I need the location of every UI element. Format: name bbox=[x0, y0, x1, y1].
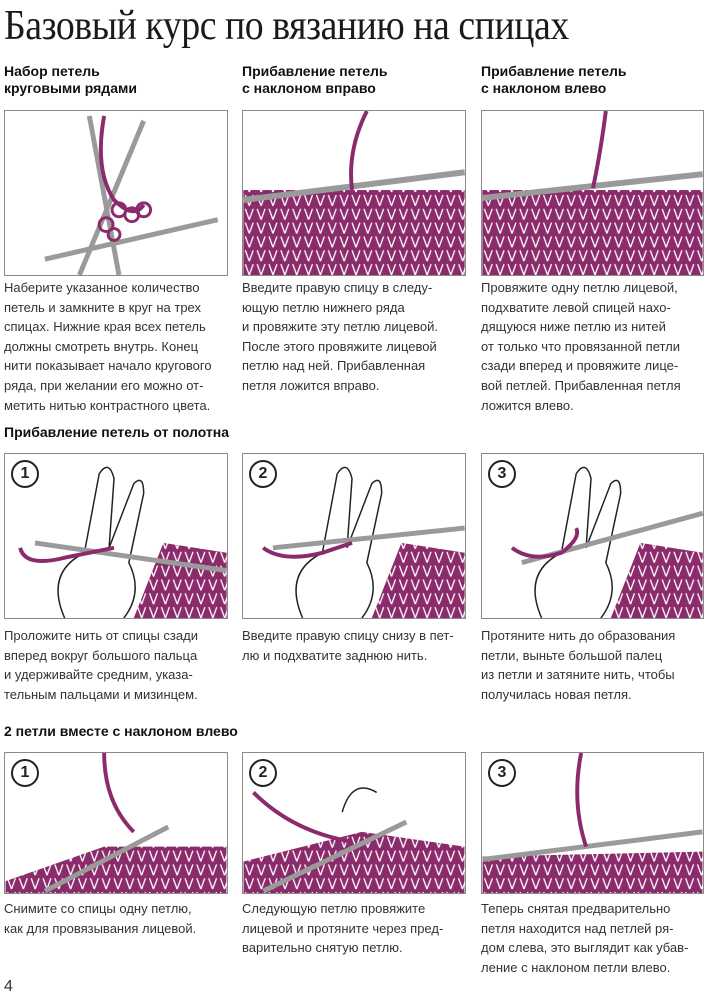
page-number: 4 bbox=[4, 978, 13, 995]
step-number: 1 bbox=[11, 759, 39, 787]
illustration-k2tog-step-1: 1 bbox=[4, 752, 228, 894]
illustration-increase-left bbox=[481, 110, 704, 276]
illustration-step-2: 2 bbox=[242, 453, 466, 619]
illustration-k2tog-step-2: 2 bbox=[242, 752, 466, 894]
illustration-cast-on-round bbox=[4, 110, 228, 276]
instruction-k2tog-step-1: Снимите со спицы одну петлю,как для пров… bbox=[4, 901, 197, 936]
step-number: 1 bbox=[11, 460, 39, 488]
instruction-increase-left: Провяжите одну петлю лицевой,подхватите … bbox=[481, 280, 681, 413]
page-title: Базовый курс по вязанию на спицах bbox=[4, 3, 569, 49]
step-number: 3 bbox=[488, 460, 516, 488]
illustration-k2tog-step-3: 3 bbox=[481, 752, 704, 894]
step-number: 2 bbox=[249, 460, 277, 488]
instruction-step-2: Введите правую спицу снизу в пет-лю и по… bbox=[242, 628, 454, 663]
illustration-step-1: 1 bbox=[4, 453, 228, 619]
heading-k2tog-left: 2 петли вместе с наклоном влево bbox=[4, 723, 238, 739]
heading-increase-from-fabric: Прибавление петель от полотна bbox=[4, 424, 230, 440]
illustration-step-3: 3 bbox=[481, 453, 704, 619]
step-number: 3 bbox=[488, 759, 516, 787]
step-number: 2 bbox=[249, 759, 277, 787]
instruction-increase-right: Введите правую спицу в следу-ющую петлю … bbox=[242, 280, 439, 393]
illustration-increase-right bbox=[242, 110, 466, 276]
